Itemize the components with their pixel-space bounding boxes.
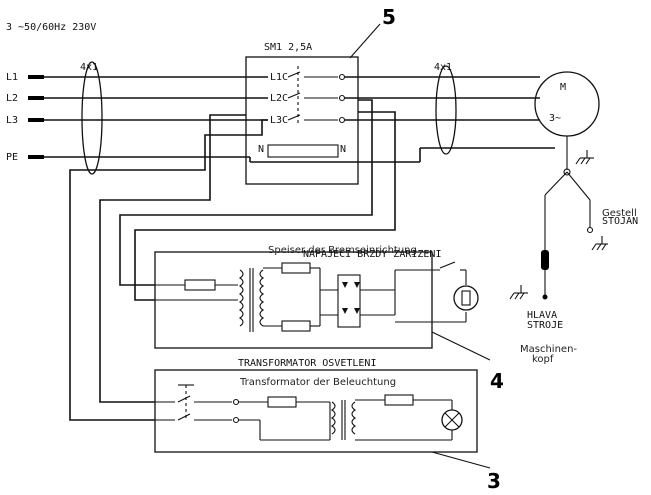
contact-l3-label: L3C [270,115,288,126]
stojan-de-label: Gestell [602,208,637,219]
hlava-de-1: Maschinen- [520,344,577,355]
transformer-cz-label: TRANSFORMATOR OSVETLENI [238,358,376,369]
switch-box-title: SM1 2,5A [264,42,312,53]
callout-3-leader [431,451,491,469]
neutral-label-left: N [258,144,264,155]
neutral-label-right: N [340,144,346,155]
callout-5-leader [349,23,381,59]
motor-lines [345,76,555,162]
neutral-bar [267,144,339,158]
motor-letter: M [560,82,566,93]
motor-symbol [534,71,600,137]
transformer-internals [155,384,453,441]
hlava-terminal [542,294,548,300]
hlava-cz-1: HLAVA [527,310,557,321]
lamp-icon [441,409,463,431]
ground-split [544,168,594,250]
stojan-cz-label: STOJAN [602,216,638,227]
cable-left-label: 4x1 [80,62,98,73]
motor-ground-icon [575,150,594,165]
line-l2-label: L2 [6,93,18,104]
brake-feeder-cz-label: NAPAJECI BRZDY ZARIZENI [303,249,441,260]
line-l1-label: L1 [6,72,18,83]
contact-l2-label: L2C [270,93,288,104]
feed-wires [69,99,396,421]
transformer-de-label: Transformator der Beleuchtung [239,377,396,388]
line-l3-label: L3 [6,115,18,126]
brake-motor-icon [453,285,479,311]
cable-right-label: 4x1 [434,62,452,73]
hlava-ground-icon [509,285,528,300]
callout-4-leader [431,331,491,361]
brake-feeder-internals [155,261,467,332]
contact-l1-label: L1C [270,72,288,83]
switch-contacts [287,66,346,124]
cable-left-sleeve [81,61,103,175]
callout-3: 3 [487,469,501,493]
hlava-cz-2: STROJE [527,320,563,331]
brake-feeder-de-label: Speiser der Bremseinrichtung [268,245,417,256]
transformer-box [154,369,478,453]
supply-label: 3 ~50/60Hz 230V [6,22,96,33]
callout-4: 4 [490,369,504,393]
cable-right-sleeve [435,65,457,155]
stojan-ground-icon [591,236,608,251]
hlava-de-2: kopf [532,354,554,365]
motor-phase: 3~ [549,113,561,124]
hlava-connector [541,250,549,270]
callout-5: 5 [382,5,396,29]
line-pe-label: PE [6,152,18,163]
